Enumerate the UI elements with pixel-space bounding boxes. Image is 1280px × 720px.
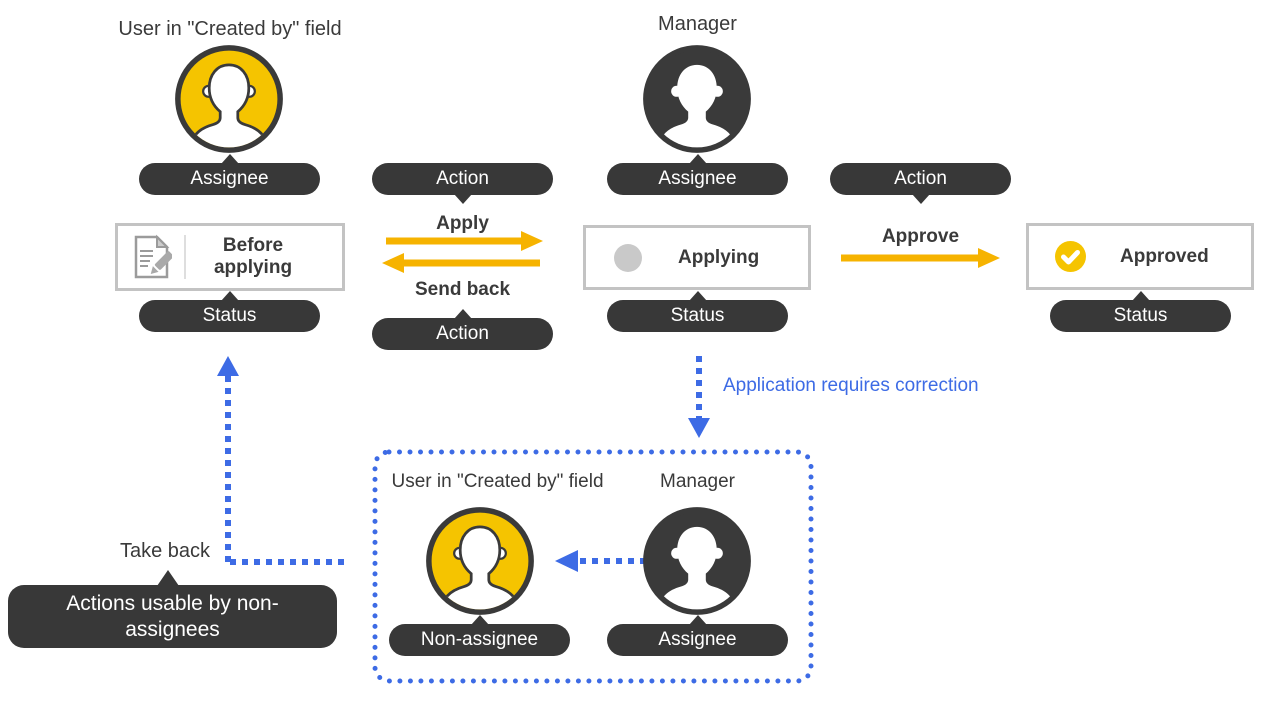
manager-label: Manager: [658, 13, 737, 35]
approve-arrow: [841, 248, 1000, 268]
document-edit-icon: [134, 234, 172, 279]
applying-status-box: Applying: [583, 225, 811, 290]
apply-label: Apply: [436, 213, 489, 234]
before-applying-status-badge: Status: [139, 300, 320, 332]
non-assignee-badge: Non-assignee: [389, 624, 570, 656]
before-applying-status-box: Before applying: [115, 223, 345, 291]
applying-status-badge: Status: [607, 300, 788, 332]
status-title: Applying: [678, 246, 760, 268]
correction-note: Application requires correction: [723, 375, 979, 396]
badge-label: Status: [202, 305, 257, 326]
creator-assignee-badge: Assignee: [139, 163, 320, 195]
reassign-left-arrow: [555, 550, 646, 572]
box-creator-avatar-icon: [426, 507, 534, 615]
badge-label: Action: [436, 168, 489, 189]
manager-avatar-icon: [643, 45, 751, 153]
box-manager-label: Manager: [660, 471, 735, 492]
badge-label: Status: [1113, 305, 1168, 326]
take-back-label: Take back: [120, 540, 211, 562]
take-back-connector: [217, 356, 344, 565]
gray-dot-icon: [614, 243, 642, 272]
badge-label: Assignee: [658, 629, 737, 650]
badge-label: Assignee: [190, 168, 269, 189]
status-title: Approved: [1120, 245, 1209, 267]
creator-label: User in "Created by" field: [118, 18, 342, 40]
non-assignee-actions-note: Actions usable by non-assignees: [8, 570, 337, 648]
divider: [184, 235, 186, 279]
status-title: Before applying: [213, 235, 293, 278]
badge-label: Status: [670, 305, 725, 326]
check-circle-icon: [1055, 241, 1086, 272]
correction-down-arrow: [688, 356, 710, 438]
send-back-arrow: [382, 253, 540, 273]
apply-action-badge: Action: [372, 163, 553, 195]
manager-assignee-badge: Assignee: [607, 163, 788, 195]
box-assignee-badge: Assignee: [607, 624, 788, 656]
badge-label: Action: [436, 323, 489, 344]
box-manager-avatar-icon: [643, 507, 751, 615]
approved-status-badge: Status: [1050, 300, 1231, 332]
note-label: Actions usable by non-assignees: [66, 592, 279, 641]
send-back-label: Send back: [414, 279, 511, 300]
box-creator-label: User in "Created by" field: [391, 471, 604, 492]
creator-avatar-icon: [175, 45, 283, 153]
approved-status-box: Approved: [1026, 223, 1254, 290]
approve-label: Approve: [881, 226, 960, 247]
approve-action-badge: Action: [830, 163, 1011, 195]
badge-label: Assignee: [658, 168, 737, 189]
badge-label: Action: [894, 168, 947, 189]
send-back-action-badge: Action: [372, 318, 553, 350]
badge-label: Non-assignee: [420, 629, 539, 650]
